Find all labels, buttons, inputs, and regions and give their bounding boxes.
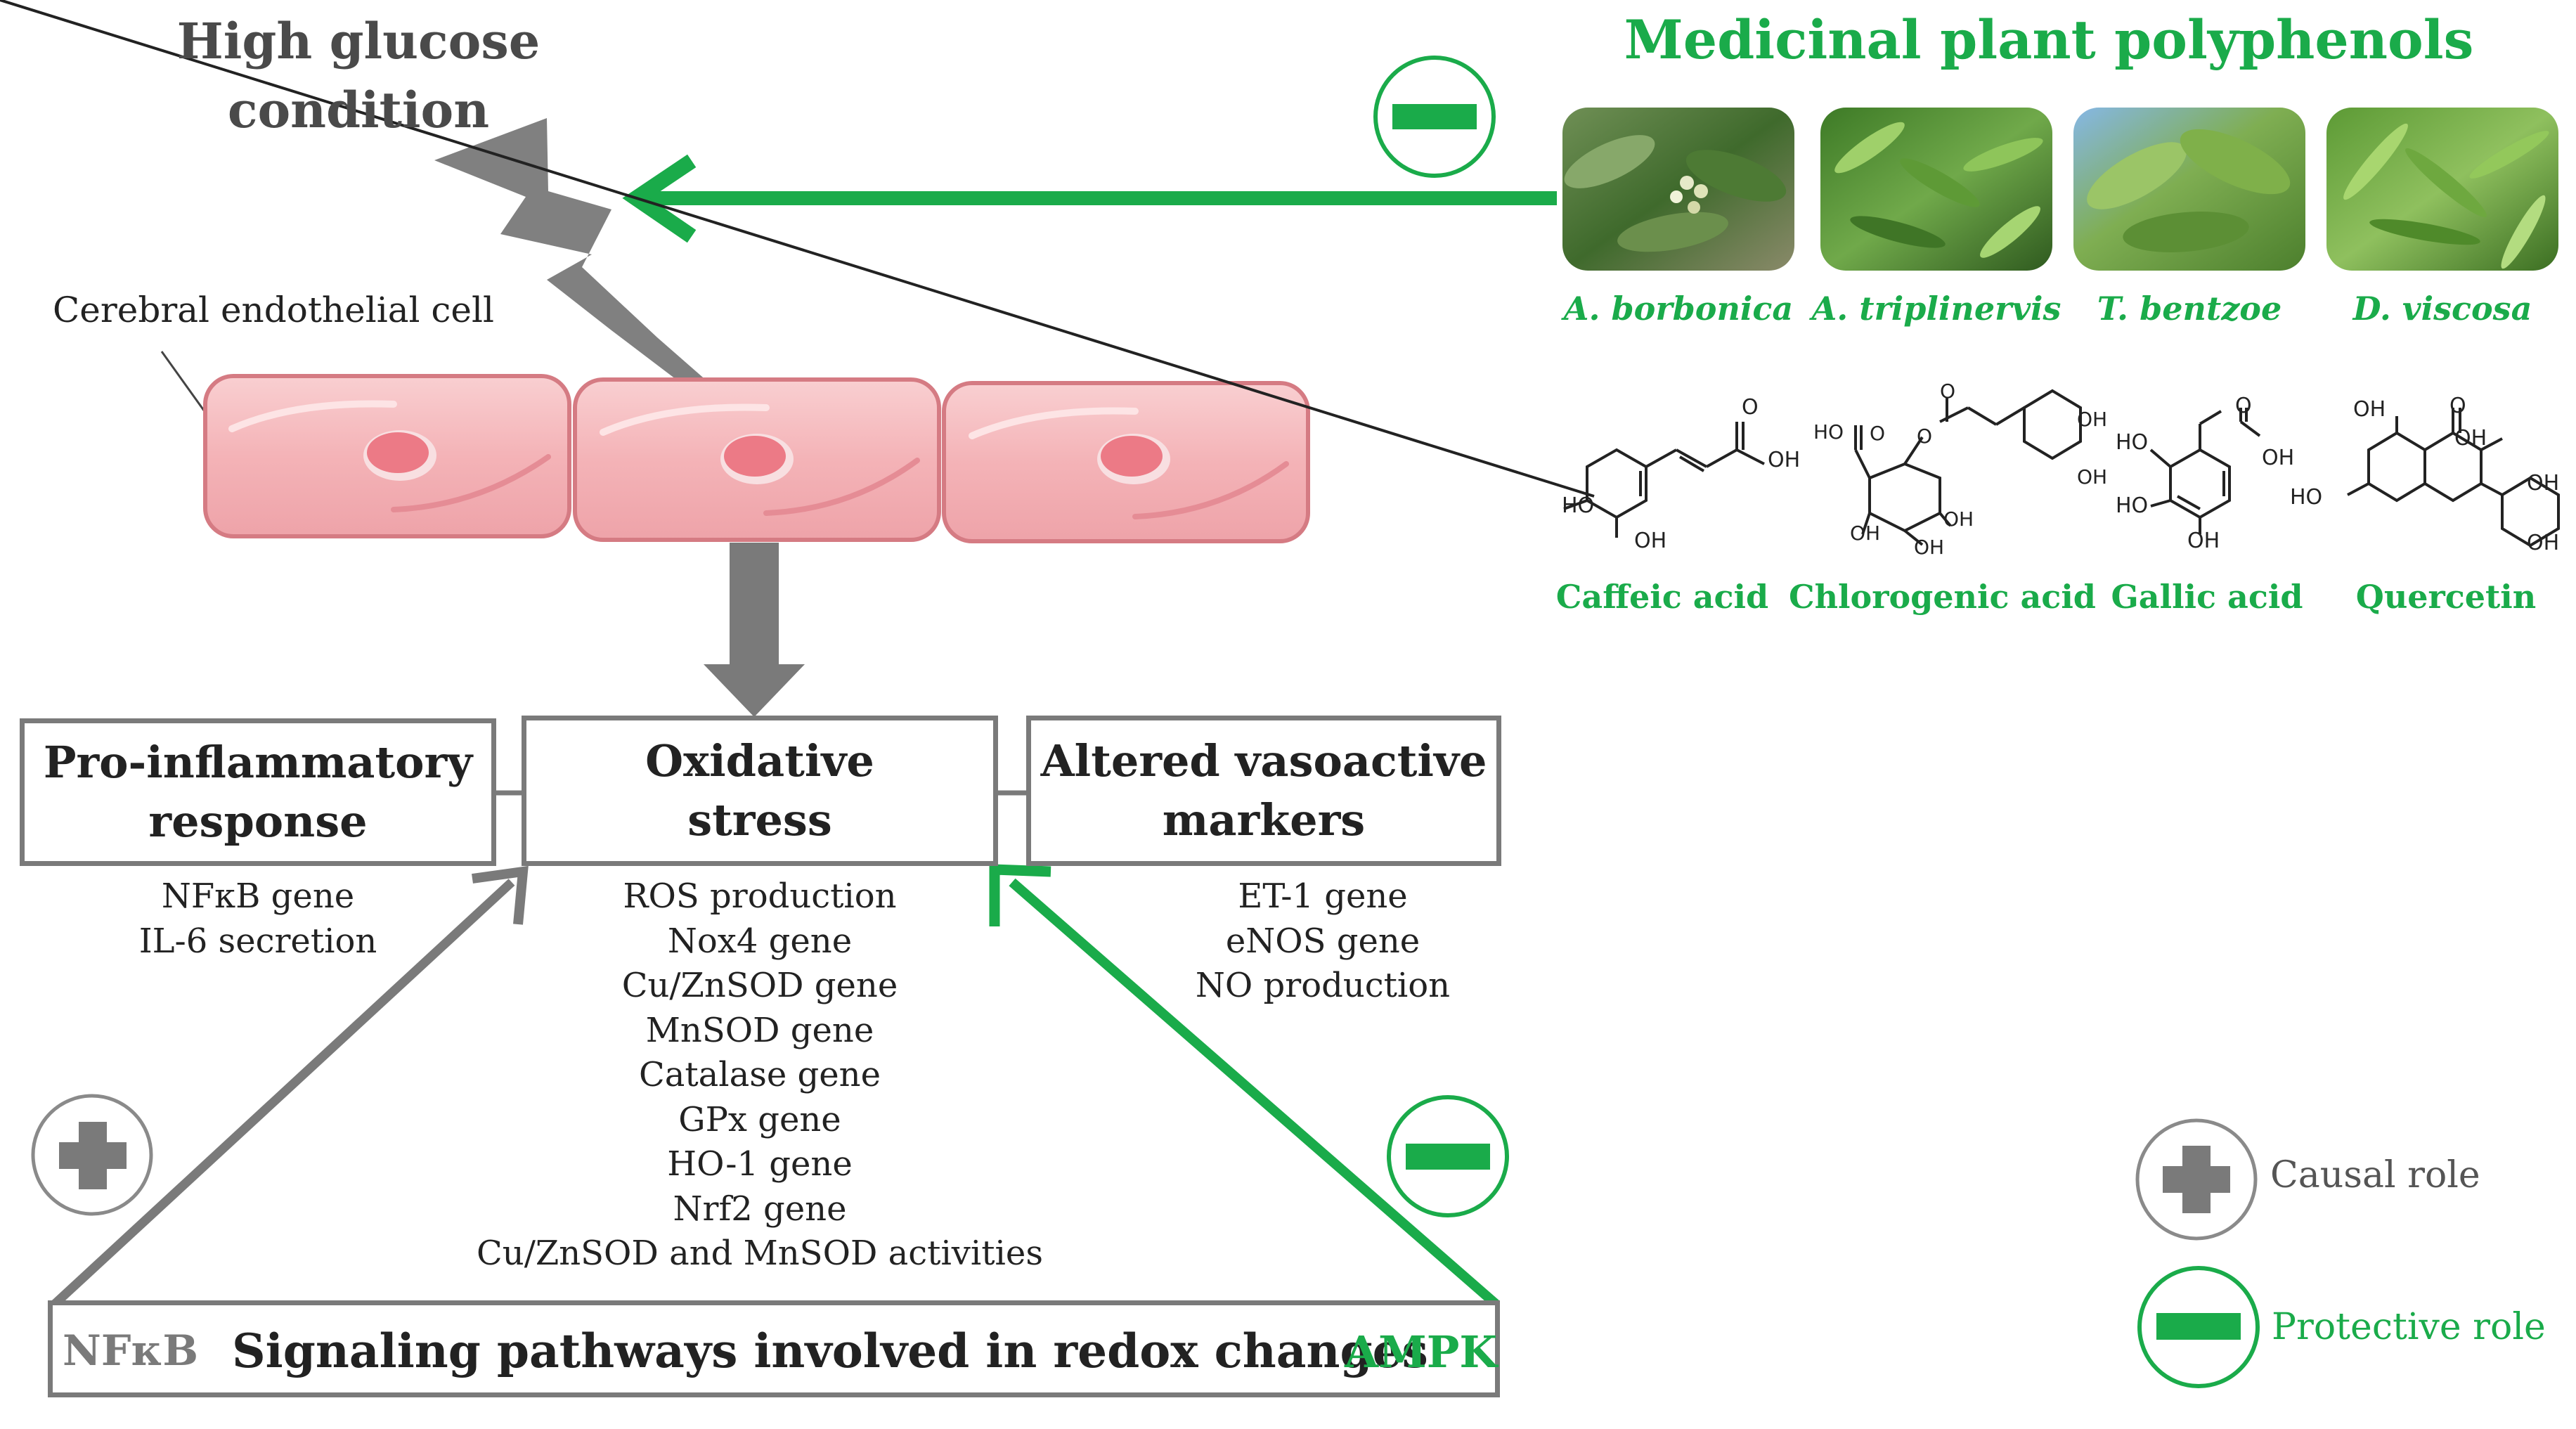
endothelial-cell-2 (573, 377, 941, 542)
vasoactive-box: Altered vasoactive markers (1026, 716, 1501, 866)
plus-icon (31, 1094, 153, 1216)
list-item: Cu/ZnSOD and MnSOD activities (477, 1234, 1043, 1273)
lightning-bolt-icon (434, 118, 742, 425)
atom-label: OH (1850, 522, 1881, 545)
plant-photo-t-bentzoe (2073, 108, 2305, 271)
atom-label: OH (2527, 531, 2560, 555)
stimulus-title-line2: condition (227, 81, 490, 139)
plant-photo-a-triplinervis (1820, 108, 2052, 271)
stimulus-title: High glucose condition (141, 7, 576, 145)
atom-label: O (1742, 395, 1759, 420)
plant-name-d-viscosa: D. viscosa (2352, 290, 2532, 328)
chlorogenic-acid-structure (1854, 389, 2082, 546)
atom-label: OH (2454, 426, 2487, 451)
atom-label: O (1917, 425, 1933, 448)
plant-name-a-borbonica: A. borbonica (1563, 290, 1794, 328)
list-item: Nrf2 gene (673, 1189, 847, 1229)
atom-label: OH (2262, 446, 2295, 470)
list-item: ROS production (623, 877, 897, 916)
atom-label: HO (1562, 493, 1595, 518)
pro-inflammatory-title-line1: Pro-inflammatory (43, 737, 473, 788)
protective-arrow (989, 864, 1499, 1308)
oxidative-stress-title-line1: Oxidative (645, 735, 874, 787)
list-item: Catalase gene (639, 1055, 881, 1094)
plant-name-t-bentzoe: T. bentzoe (2097, 290, 2282, 328)
legend-plus-icon (2135, 1118, 2258, 1241)
pro-inflammatory-title-line2: response (148, 796, 368, 847)
pro-inflammatory-box: Pro-inflammatory response (20, 718, 496, 866)
atom-label: HO (2116, 430, 2149, 455)
plant-photo-a-borbonica (1562, 108, 1794, 271)
list-item: MnSOD gene (645, 1010, 874, 1050)
oxidative-stress-box: Oxidative stress (522, 716, 998, 866)
atom-label: HO (2290, 485, 2323, 510)
minus-icon (1387, 1095, 1509, 1217)
cell-label: Cerebral endothelial cell (53, 290, 494, 330)
list-item: HO-1 gene (667, 1144, 853, 1184)
causal-arrow (51, 865, 529, 1307)
atom-label: O (2449, 394, 2466, 418)
vasoactive-title-line1: Altered vasoactive (1040, 735, 1487, 787)
list-item: Cu/ZnSOD gene (621, 966, 898, 1005)
quercetin-structure (2347, 408, 2560, 548)
compound-name-chlorogenic-acid: Chlorogenic acid (1789, 578, 2096, 616)
list-item: GPx gene (678, 1099, 841, 1139)
atom-label: OH (2077, 408, 2108, 431)
gallic-acid-structure (2149, 408, 2261, 534)
signaling-title: Signaling pathways involved in redox cha… (232, 1324, 1428, 1378)
atom-label: O (1870, 422, 1886, 445)
atom-label: OH (2527, 471, 2560, 496)
list-item: NO production (1195, 966, 1451, 1005)
pro-inflammatory-items: NFκB gene IL-6 secretion (20, 874, 496, 964)
compound-name-caffeic-acid: Caffeic acid (1555, 578, 1769, 616)
stimulus-title-line1: High glucose (176, 12, 541, 70)
caffeic-acid-structure (0, 0, 1765, 538)
minus-icon (1373, 56, 1496, 178)
legend-protective-label: Protective role (2272, 1306, 2546, 1348)
atom-label: O (1940, 380, 1956, 403)
list-item: Nox4 gene (667, 921, 853, 961)
atom-label: OH (2187, 529, 2220, 553)
oxidative-stress-items: ROS production Nox4 gene Cu/ZnSOD gene M… (437, 874, 1082, 1276)
endothelial-cell-1 (203, 374, 571, 538)
signaling-nfkb-label: NFκB (63, 1326, 199, 1376)
plant-photo-d-viscosa (2326, 108, 2558, 271)
vasoactive-items: ET-1 gene eNOS gene NO production (1084, 874, 1562, 1009)
legend-causal-label: Causal role (2270, 1154, 2480, 1196)
compound-name-quercetin: Quercetin (2355, 578, 2537, 616)
signaling-pathways-bar: NFκB Signaling pathways involved in redo… (48, 1300, 1500, 1397)
atom-label: OH (1768, 448, 1801, 472)
endothelial-cell-3 (942, 381, 1310, 543)
list-item: IL-6 secretion (138, 921, 377, 961)
atom-label: OH (2353, 397, 2386, 422)
list-item: eNOS gene (1225, 921, 1420, 961)
compound-name-gallic-acid: Gallic acid (2111, 578, 2303, 616)
atom-label: HO (2116, 493, 2149, 518)
atom-label: OH (2077, 465, 2108, 489)
oxidative-stress-title-line2: stress (687, 794, 832, 846)
polyphenols-title: Medicinal plant polyphenols (1624, 8, 2474, 71)
atom-label: OH (1634, 529, 1667, 553)
signaling-ampk-label: AMPK (1345, 1326, 1498, 1378)
list-item: NFκB gene (161, 877, 355, 916)
atom-label: HO (1813, 420, 1844, 444)
atom-label: OH (1943, 507, 1974, 531)
plant-name-a-triplinervis: A. triplinervis (1811, 290, 2062, 328)
atom-label: OH (1914, 536, 1945, 559)
legend-minus-icon (2137, 1266, 2260, 1388)
list-item: ET-1 gene (1238, 877, 1408, 916)
vasoactive-title-line2: markers (1162, 794, 1366, 846)
atom-label: O (2235, 394, 2252, 418)
down-arrow (704, 543, 805, 717)
cell-label-pointer (160, 351, 211, 419)
